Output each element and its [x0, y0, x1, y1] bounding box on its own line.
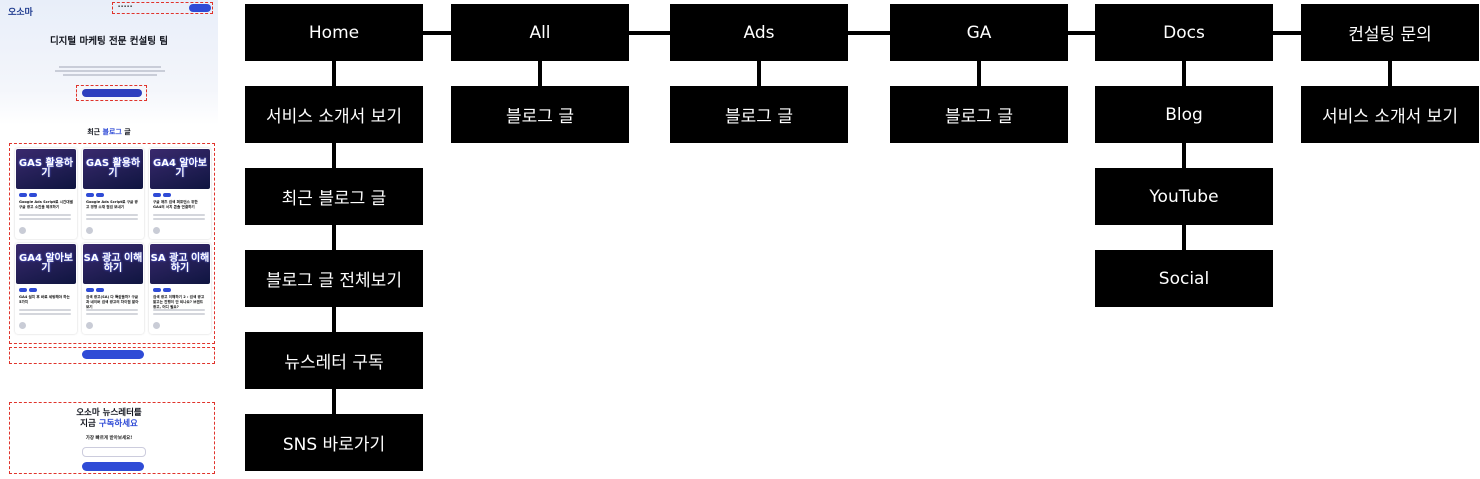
blog-card-thumbnail: GAS 활용하기 — [83, 149, 143, 189]
newsletter-subtitle: 가장 빠르게 받아보세요! — [85, 436, 133, 441]
diagram-child-node: 블로그 글 — [451, 86, 629, 143]
blog-card-excerpt — [153, 214, 205, 216]
blog-card-thumbnail: GA4 알아보기 — [16, 244, 76, 284]
blog-card-excerpt — [86, 218, 138, 220]
blog-card-thumbnail: GAS 활용하기 — [16, 149, 76, 189]
blog-card-excerpt — [19, 313, 71, 315]
diagram-header-node: Ads — [670, 4, 848, 61]
blog-card-tag — [163, 193, 171, 197]
hero-description — [55, 64, 165, 78]
blog-card-excerpt — [86, 214, 138, 216]
hero-title: 디지털 마케팅 전문 컨설팅 팀 — [49, 36, 169, 47]
blog-card-excerpt — [86, 309, 138, 311]
blog-card-title: 검색 광고 이해하기 2 : 검색 광고 알고는 진행이 안 되나요? 브랜드 … — [153, 295, 205, 309]
blog-card-tag — [163, 288, 171, 292]
blog-card-tag — [19, 193, 27, 197]
diagram-header-node: Home — [245, 4, 423, 61]
newsletter-email-input[interactable] — [82, 447, 146, 457]
website-mockup: 오소마 ▪ ▪ ▪ ▪ ▪ 디지털 마케팅 전문 컨설팅 팀 최근 블로그 글 … — [0, 0, 218, 479]
column-connector-line — [538, 61, 542, 86]
blog-card[interactable]: GA4 알아보기 GA4 설치 후 바로 세팅해야 하는 5가지 — [15, 243, 77, 334]
blog-card-excerpt — [19, 218, 71, 220]
section-title: 최근 블로그 글 — [87, 128, 131, 136]
blog-card-excerpt — [86, 313, 138, 315]
diagram-child-node: YouTube — [1095, 168, 1273, 225]
highlight-hero-button — [76, 85, 147, 101]
blog-card-title: 구글 애즈 검색 퍼포먼스 위한 GA4의 서치 콘솔 연결하기 — [153, 200, 198, 209]
blog-card[interactable]: GAS 활용하기 Google Ads Script로 구글 광고 경쟁 소재 점… — [82, 148, 144, 239]
diagram-child-node: 서비스 소개서 보기 — [245, 86, 423, 143]
blog-card-title: 검색 광고(SA) 다 똑같을까? 구글과 네이버 검색 광고의 차이점 알아보… — [86, 295, 139, 309]
author-avatar — [19, 322, 26, 329]
highlight-top-nav — [112, 2, 213, 14]
column-connector-line — [1388, 61, 1392, 86]
diagram-child-node: 블로그 글 — [890, 86, 1068, 143]
author-avatar — [153, 322, 160, 329]
blog-card-tag — [86, 288, 94, 292]
newsletter-subscribe-button[interactable] — [82, 462, 144, 471]
author-avatar — [86, 322, 93, 329]
author-avatar — [86, 227, 93, 234]
diagram-child-node: Blog — [1095, 86, 1273, 143]
highlight-newsletter — [9, 402, 215, 474]
blog-card-excerpt — [153, 218, 205, 220]
header-connector-line — [334, 30, 1390, 35]
column-connector-line — [757, 61, 761, 86]
blog-card-excerpt — [19, 309, 71, 311]
highlight-blog-grid — [9, 143, 215, 344]
diagram-child-node: 블로그 글 전체보기 — [245, 250, 423, 307]
blog-card-thumbnail: SA 광고 이해하기 — [83, 244, 143, 284]
highlight-more-button — [9, 347, 215, 364]
blog-card-title: GA4 설치 후 바로 세팅해야 하는 5가지 — [19, 295, 70, 304]
diagram-header-node: 컨설팅 문의 — [1301, 4, 1479, 61]
blog-card-title: Google Ads Script로 시간대별 구글 광고 소진율 체크하기 — [19, 200, 73, 209]
column-connector-line — [1182, 61, 1186, 250]
diagram-header-node: All — [451, 4, 629, 61]
blog-card-title: Google Ads Script로 구글 광고 경쟁 소재 점검 보내기 — [86, 200, 138, 209]
author-avatar — [153, 227, 160, 234]
hero-service-button[interactable] — [82, 89, 142, 97]
blog-card-tag — [29, 193, 37, 197]
top-cta-button[interactable] — [189, 4, 211, 12]
blog-card-tag — [96, 193, 104, 197]
blog-card-tag — [29, 288, 37, 292]
view-all-posts-button[interactable] — [82, 350, 144, 359]
blog-card[interactable]: GAS 활용하기 Google Ads Script로 시간대별 구글 광고 소진… — [15, 148, 77, 239]
column-connector-line — [332, 61, 336, 414]
diagram-child-node: Social — [1095, 250, 1273, 307]
diagram-child-node: 뉴스레터 구독 — [245, 332, 423, 389]
blog-card-tag — [19, 288, 27, 292]
column-connector-line — [977, 61, 981, 86]
diagram-child-node: 서비스 소개서 보기 — [1301, 86, 1479, 143]
diagram-header-node: GA — [890, 4, 1068, 61]
nav-links[interactable]: ▪ ▪ ▪ ▪ ▪ — [118, 4, 132, 8]
site-logo[interactable]: 오소마 — [8, 8, 33, 18]
diagram-header-node: Docs — [1095, 4, 1273, 61]
blog-card-excerpt — [153, 313, 205, 315]
blog-card-excerpt — [153, 309, 205, 311]
blog-card-tag — [153, 193, 161, 197]
newsletter-title-line2: 지금 구독하세요 — [80, 419, 138, 429]
author-avatar — [19, 227, 26, 234]
blog-card-thumbnail: GA4 알아보기 — [150, 149, 210, 189]
diagram-child-node: 블로그 글 — [670, 86, 848, 143]
diagram-child-node: SNS 바로가기 — [245, 414, 423, 471]
blog-card-thumbnail: SA 광고 이해하기 — [150, 244, 210, 284]
blog-card-tag — [86, 193, 94, 197]
blog-card-tag — [153, 288, 161, 292]
blog-card-tag — [96, 288, 104, 292]
newsletter-title-line1: 오소마 뉴스레터를 — [76, 408, 142, 418]
diagram-child-node: 최근 블로그 글 — [245, 168, 423, 225]
blog-card-excerpt — [19, 214, 71, 216]
